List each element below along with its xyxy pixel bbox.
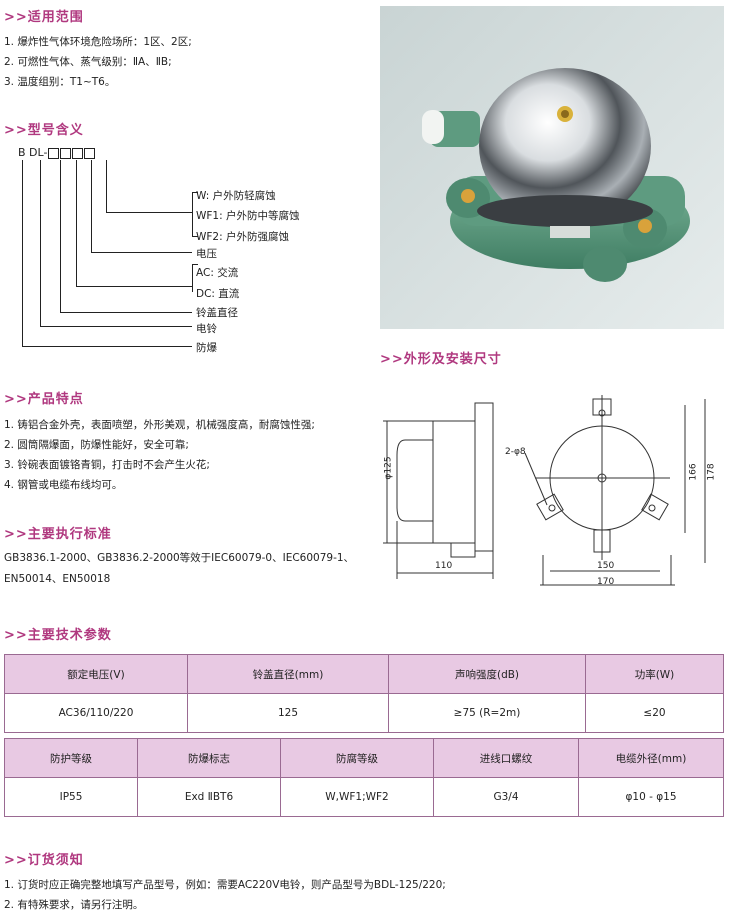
table-cell: W,WF1;WF2 — [280, 777, 434, 817]
label-ac: AC: 交流 — [196, 267, 239, 279]
order-title: >>订货须知 — [4, 853, 84, 868]
model-code: B DL- — [18, 146, 96, 159]
scope-item-2: 2. 可燃性气体、蒸气级别：ⅡA、ⅡB; — [4, 56, 172, 68]
leader-line — [106, 212, 192, 213]
dims-title: >>外形及安装尺寸 — [380, 352, 502, 367]
table-header: 电缆外径(mm) — [578, 738, 724, 778]
feature-item-2: 2. 圆筒隔爆面，防爆性能好，安全可靠; — [4, 439, 189, 451]
table-header: 声响强度(dB) — [388, 654, 586, 694]
table-header: 防爆标志 — [137, 738, 281, 778]
order-item-1: 1. 订货时应正确完整地填写产品型号，例如：需要AC220V电铃，则产品型号为B… — [4, 879, 446, 891]
label-wf1: WF1: 户外防中等腐蚀 — [196, 210, 300, 222]
leader-line — [22, 160, 23, 346]
order-item-2: 2. 有特殊要求，请另行注明。 — [4, 899, 144, 911]
bracket-line — [192, 264, 198, 265]
leader-line — [76, 286, 192, 287]
leader-line — [106, 160, 107, 212]
code-box — [72, 147, 84, 159]
leader-line — [22, 346, 192, 347]
feature-item-1: 1. 铸铝合金外壳，表面喷塑，外形美观，机械强度高，耐腐蚀性强; — [4, 419, 315, 431]
bracket-line — [192, 192, 193, 236]
leader-line — [76, 160, 77, 286]
label-w: W: 户外防轻腐蚀 — [196, 190, 276, 202]
bracket-line — [192, 236, 198, 237]
leader-line — [91, 252, 192, 253]
model-code-prefix: B DL- — [18, 146, 48, 159]
params-table-1: 额定电压(V) 铃盖直径(mm) 声响强度(dB) 功率(W) AC36/110… — [4, 654, 724, 733]
label-dc: DC: 直流 — [196, 288, 240, 300]
scope-item-1: 1. 爆炸性气体环境危险场所：1区、2区; — [4, 36, 192, 48]
dimension-drawing: φ125 110 2-φ8 166 178 150 170 — [375, 395, 725, 595]
feature-item-4: 4. 钢管或电缆布线均可。 — [4, 479, 123, 491]
table-cell: AC36/110/220 — [4, 693, 188, 733]
explosion-proof-bell-image — [422, 68, 690, 282]
table-cell: ≤20 — [585, 693, 724, 733]
scope-item-3: 3. 温度组别：T1~T6。 — [4, 76, 116, 88]
standards-line-2: EN50014、EN50018 — [4, 573, 111, 585]
table-cell: ≥75 (R=2m) — [388, 693, 586, 733]
label-bell: 电铃 — [196, 323, 217, 335]
table-header-row: 防护等级 防爆标志 防腐等级 进线口螺纹 电缆外径(mm) — [4, 738, 724, 778]
table-header-row: 额定电压(V) 铃盖直径(mm) 声响强度(dB) 功率(W) — [4, 654, 724, 694]
standards-line-1: GB3836.1-2000、GB3836.2-2000等效于IEC60079-0… — [4, 552, 355, 564]
code-box — [48, 147, 60, 159]
scope-title: >>适用范围 — [4, 10, 84, 25]
dim-w170: 170 — [597, 577, 615, 587]
dim-2phi8: 2-φ8 — [505, 447, 526, 457]
table-cell: G3/4 — [433, 777, 579, 817]
dimension-drawing-svg — [383, 395, 706, 586]
table-header: 防护等级 — [4, 738, 138, 778]
dim-h166: 166 — [688, 463, 699, 481]
leader-line — [40, 326, 192, 327]
table-row: IP55 Exd ⅡBT6 W,WF1;WF2 G3/4 φ10 - φ15 — [4, 777, 724, 817]
params-title: >>主要技术参数 — [4, 628, 112, 643]
features-title: >>产品特点 — [4, 392, 84, 407]
model-title: >>型号含义 — [4, 123, 84, 138]
bracket-line — [192, 264, 193, 292]
label-diameter: 铃盖直径 — [196, 307, 238, 319]
dim-d125: φ125 — [383, 456, 394, 480]
table-cell: φ10 - φ15 — [578, 777, 724, 817]
standards-title: >>主要执行标准 — [4, 527, 112, 542]
table-header: 防腐等级 — [280, 738, 434, 778]
table-cell: IP55 — [4, 777, 138, 817]
product-photo — [380, 6, 724, 329]
table-header: 额定电压(V) — [4, 654, 188, 694]
table-cell: 125 — [187, 693, 389, 733]
leader-line — [60, 160, 61, 312]
table-header: 铃盖直径(mm) — [187, 654, 389, 694]
dim-w150: 150 — [597, 561, 615, 571]
leader-line — [60, 312, 192, 313]
code-box — [60, 147, 72, 159]
label-voltage: 电压 — [196, 248, 217, 260]
table-header: 功率(W) — [585, 654, 724, 694]
dim-h178: 178 — [706, 463, 717, 481]
leader-line — [40, 160, 41, 326]
label-explosion: 防爆 — [196, 342, 217, 354]
feature-item-3: 3. 铃碗表面镀铬青铜，打击时不会产生火花; — [4, 459, 210, 471]
bracket-line — [192, 192, 198, 193]
dim-w110: 110 — [435, 561, 453, 571]
table-row: AC36/110/220 125 ≥75 (R=2m) ≤20 — [4, 693, 724, 733]
params-table-2: 防护等级 防爆标志 防腐等级 进线口螺纹 电缆外径(mm) IP55 Exd Ⅱ… — [4, 738, 724, 817]
label-wf2: WF2: 户外防强腐蚀 — [196, 231, 289, 243]
leader-line — [91, 160, 92, 252]
code-box — [84, 147, 96, 159]
table-cell: Exd ⅡBT6 — [137, 777, 281, 817]
table-header: 进线口螺纹 — [433, 738, 579, 778]
